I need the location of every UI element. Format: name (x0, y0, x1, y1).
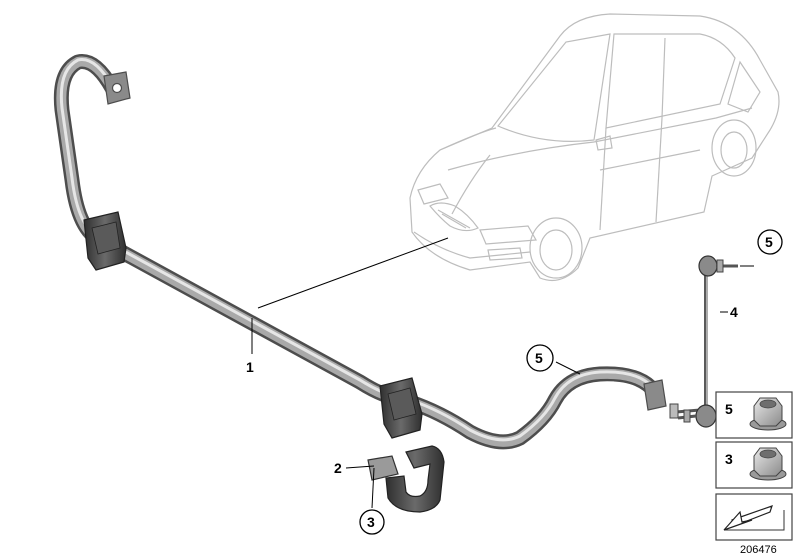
direction-arrow-icon (723, 505, 785, 531)
rubber-mount-right (379, 377, 423, 439)
legend-label-5: 5 (725, 401, 733, 417)
leader-lines (251, 265, 754, 509)
legend-label-3: 3 (725, 451, 733, 467)
svg-text:5: 5 (765, 234, 773, 250)
hex-flange-nut-icon (749, 397, 787, 431)
rubber-mount-left (83, 211, 127, 271)
svg-text:3: 3 (367, 514, 375, 530)
diagram-id: 206476 (740, 544, 777, 556)
rubber-mount-part (367, 445, 445, 513)
callout-5-middle: 5 (526, 344, 554, 372)
car-outline-drawing (409, 13, 780, 281)
callout-5-top: 5 (757, 229, 783, 255)
callout-2: 2 (334, 460, 342, 476)
callout-1: 1 (246, 359, 254, 375)
svg-text:5: 5 (535, 350, 543, 366)
stabilizer-link (677, 255, 738, 428)
hex-flange-nut-icon (749, 447, 787, 481)
legend-panel: 5 3 (715, 391, 793, 541)
stabilizer-bar (53, 54, 667, 450)
callout-4: 4 (730, 304, 738, 320)
car-location-leader (257, 237, 449, 309)
callout-3: 3 (359, 509, 385, 535)
